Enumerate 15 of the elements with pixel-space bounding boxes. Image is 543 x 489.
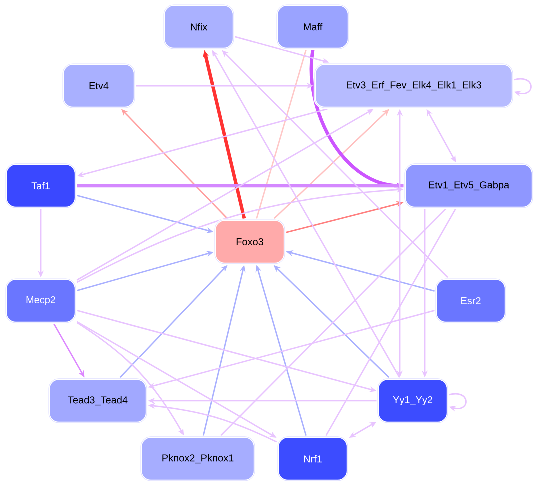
- gene-box: Tead3_Tead4: [48, 378, 148, 424]
- gene-box: Yy1_Yy2: [376, 378, 450, 424]
- gene-box: Etv3_Erf_Fev_Elk4_Elk1_Elk3: [314, 62, 514, 110]
- gene-box: Mecp2: [4, 278, 78, 324]
- arrow: [449, 393, 467, 412]
- gene-box: Maff: [276, 4, 350, 50]
- arrow: [514, 78, 532, 97]
- gene-box: Nfix: [162, 4, 236, 50]
- gene-box: Etv1_Etv5_Gabpa: [404, 162, 534, 210]
- gene-box: Esr2: [434, 278, 508, 324]
- gene-box: Nrf1: [276, 436, 350, 482]
- gene-box: Pknox2_Pknox1: [140, 436, 256, 482]
- gene-box: Taf1: [4, 162, 78, 210]
- gene-box: Foxo3: [214, 218, 286, 266]
- gene-box: Etv4: [62, 62, 136, 110]
